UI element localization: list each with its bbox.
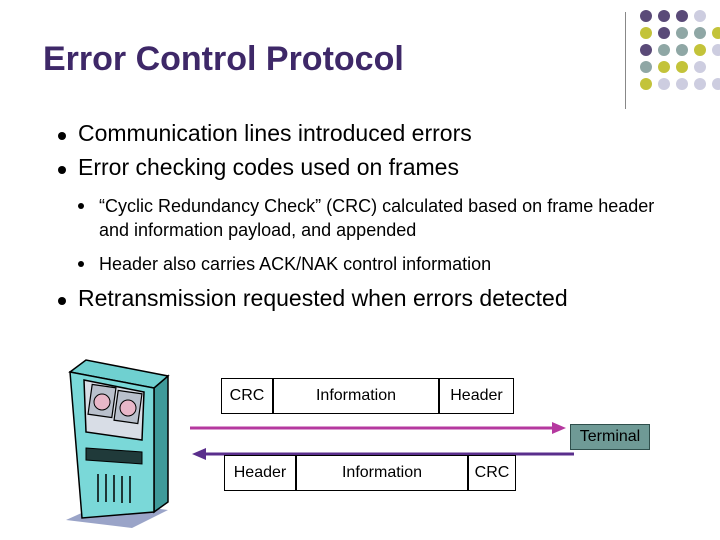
decorative-dot (640, 10, 652, 22)
sub-bullet-marker (78, 203, 84, 209)
frame-top: CRC Information Header (221, 378, 514, 414)
decorative-dot (640, 27, 652, 39)
bullet-text: Communication lines introduced errors (78, 120, 472, 146)
sub-bullet-text: “Cyclic Redundancy Check” (CRC) calculat… (99, 196, 655, 240)
decorative-dot (694, 61, 706, 73)
slide-title: Error Control Protocol (43, 40, 404, 78)
decorative-dot (640, 78, 652, 90)
arrow-head-left (192, 448, 206, 460)
decorative-dot (676, 44, 688, 56)
decorative-dot (658, 78, 670, 90)
decorative-divider (625, 12, 626, 109)
bullet-text: Error checking codes used on frames (78, 154, 459, 180)
decorative-dot (694, 44, 706, 56)
decorative-dot (694, 27, 706, 39)
bullet-marker (58, 166, 66, 174)
bullet-text: Retransmission requested when errors det… (78, 285, 568, 311)
frame-field-divider (295, 456, 297, 490)
frame-field-header: Header (450, 387, 503, 404)
decorative-dot (694, 78, 706, 90)
frame-field-divider (467, 456, 469, 490)
decorative-dot (676, 27, 688, 39)
decorative-dot (658, 61, 670, 73)
decorative-dot (658, 27, 670, 39)
arrow-head-right (552, 422, 566, 434)
frame-field-information: Information (341, 464, 423, 481)
bullet-marker (58, 297, 66, 305)
frame-field-crc: CRC (474, 464, 510, 481)
transmission-arrows (190, 422, 574, 460)
frame-field-divider (438, 379, 440, 413)
sub-bullet-text: Header also carries ACK/NAK control info… (99, 254, 492, 274)
frame-field-information: Information (315, 387, 397, 404)
decorative-dot (640, 61, 652, 73)
decorative-dot (658, 10, 670, 22)
decorative-dot (694, 10, 706, 22)
decorative-dot (676, 61, 688, 73)
frame-field-divider (272, 379, 274, 413)
terminal-label: Terminal (570, 424, 650, 450)
frame-field-header: Header (233, 464, 287, 481)
bullet-marker (58, 132, 66, 140)
sub-bullet-marker (78, 261, 84, 267)
frame-field-crc: CRC (229, 387, 265, 404)
decorative-dot (658, 44, 670, 56)
decorative-dot (712, 27, 720, 39)
decorative-dot (712, 44, 720, 56)
computer-terminal-icon (66, 359, 170, 528)
decorative-dot (676, 78, 688, 90)
decorative-dot (676, 10, 688, 22)
decorative-dot (640, 44, 652, 56)
decorative-dot (712, 78, 720, 90)
frame-bottom: Header Information CRC (224, 455, 516, 491)
